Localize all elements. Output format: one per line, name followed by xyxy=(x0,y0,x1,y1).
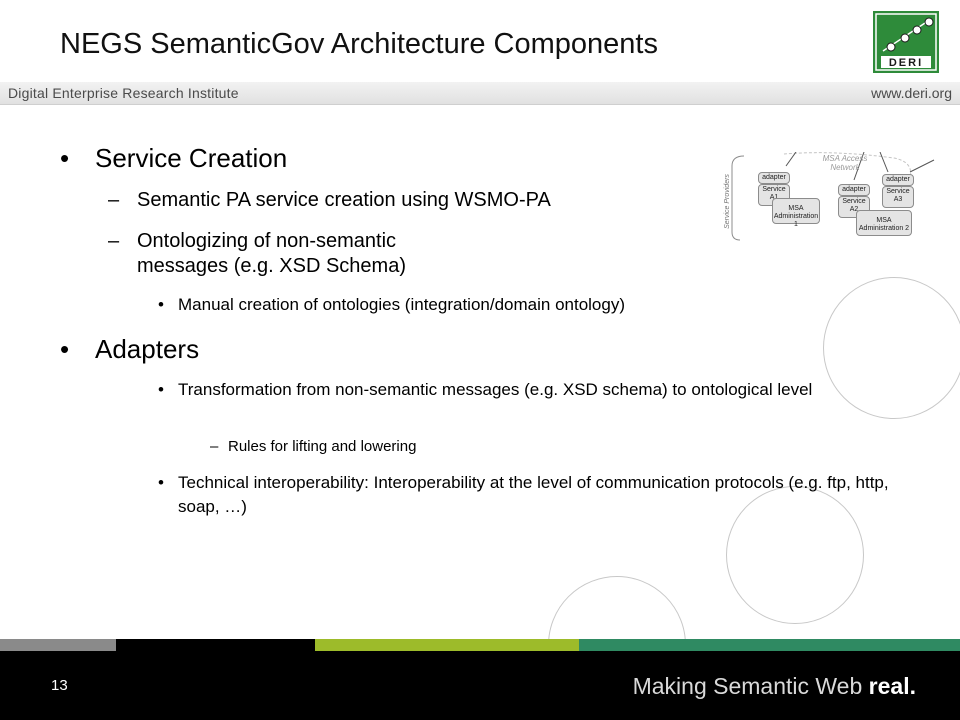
diagram-adapter-box: adapter xyxy=(838,184,870,196)
stripe-green xyxy=(579,639,960,651)
bullet-text: Technical interoperability: Interoperabi… xyxy=(178,473,889,516)
dash-mark: – xyxy=(108,230,120,252)
bullet-text: Transformation from non-semantic message… xyxy=(178,380,813,399)
decorative-circle-middle xyxy=(726,486,864,624)
stripe-gray xyxy=(0,639,116,651)
bullet-text: Manual creation of ontologies (integrati… xyxy=(178,295,625,314)
decorative-circle-top xyxy=(823,277,960,419)
detail-lifting-lowering: –Rules for lifting and lowering xyxy=(210,438,416,455)
diagram-msa-admin2-box: MSA Administration 2 xyxy=(856,210,912,236)
bullet-adapters: • Adapters xyxy=(60,334,199,365)
diagram-side-label: Service Providers xyxy=(723,174,731,229)
stripe-lime xyxy=(315,639,579,651)
footer-bar: 13 Making Semantic Web real. xyxy=(0,651,960,720)
detail-text: Rules for lifting and lowering xyxy=(228,438,417,455)
sub-bullet-wsmo-pa: – Semantic PA service creation using WSM… xyxy=(108,188,697,213)
bullet-mark: • xyxy=(60,334,70,364)
tagline-prefix: Making Semantic Web xyxy=(632,673,869,699)
dash-mark: – xyxy=(210,438,219,455)
bullet-mark: • xyxy=(158,295,164,314)
tagline: Making Semantic Web real. xyxy=(633,673,916,700)
website-url: www.deri.org xyxy=(871,85,952,101)
institute-band: Digital Enterprise Research Institute ww… xyxy=(0,82,960,105)
deri-logo: DERI xyxy=(873,11,939,73)
diagram-msa-admin1-box: MSA Administration 1 xyxy=(772,198,820,228)
architecture-diagram: Service Providers MSA Access Network ada… xyxy=(714,152,946,244)
bullet-mark: • xyxy=(158,380,164,399)
page-number: 13 xyxy=(51,677,68,694)
bullet-service-creation: • Service Creation xyxy=(60,143,287,174)
bullet-manual-creation: • Manual creation of ontologies (integra… xyxy=(158,293,898,317)
institute-name: Digital Enterprise Research Institute xyxy=(8,85,239,101)
bullet-mark: • xyxy=(60,143,70,173)
bullet-transformation: • Transformation from non-semantic messa… xyxy=(158,378,898,402)
bullet-technical-interoperability: • Technical interoperability: Interopera… xyxy=(158,471,898,519)
slide-title: NEGS SemanticGov Architecture Components xyxy=(60,28,658,60)
stripe-black xyxy=(116,639,315,651)
diagram-service-a3-box: Service A3 xyxy=(882,186,914,208)
sub-bullet-ontologizing: – Ontologizing of non-semantic messages … xyxy=(108,229,437,279)
sub-bullet-text: Semantic PA service creation using WSMO-… xyxy=(137,189,551,211)
section-heading: Service Creation xyxy=(95,143,288,173)
footer-stripes xyxy=(0,639,960,651)
logo-text: DERI xyxy=(889,57,923,69)
bullet-mark: • xyxy=(158,473,164,492)
tagline-bold: real. xyxy=(868,673,916,699)
sub-bullet-text: Ontologizing of non-semantic messages (e… xyxy=(137,230,406,277)
section-heading: Adapters xyxy=(95,334,200,364)
diagram-adapter-box: adapter xyxy=(758,172,790,184)
diagram-network-label: MSA Access Network xyxy=(822,154,868,172)
diagram-adapter-box: adapter xyxy=(882,174,914,186)
dash-mark: – xyxy=(108,189,120,211)
